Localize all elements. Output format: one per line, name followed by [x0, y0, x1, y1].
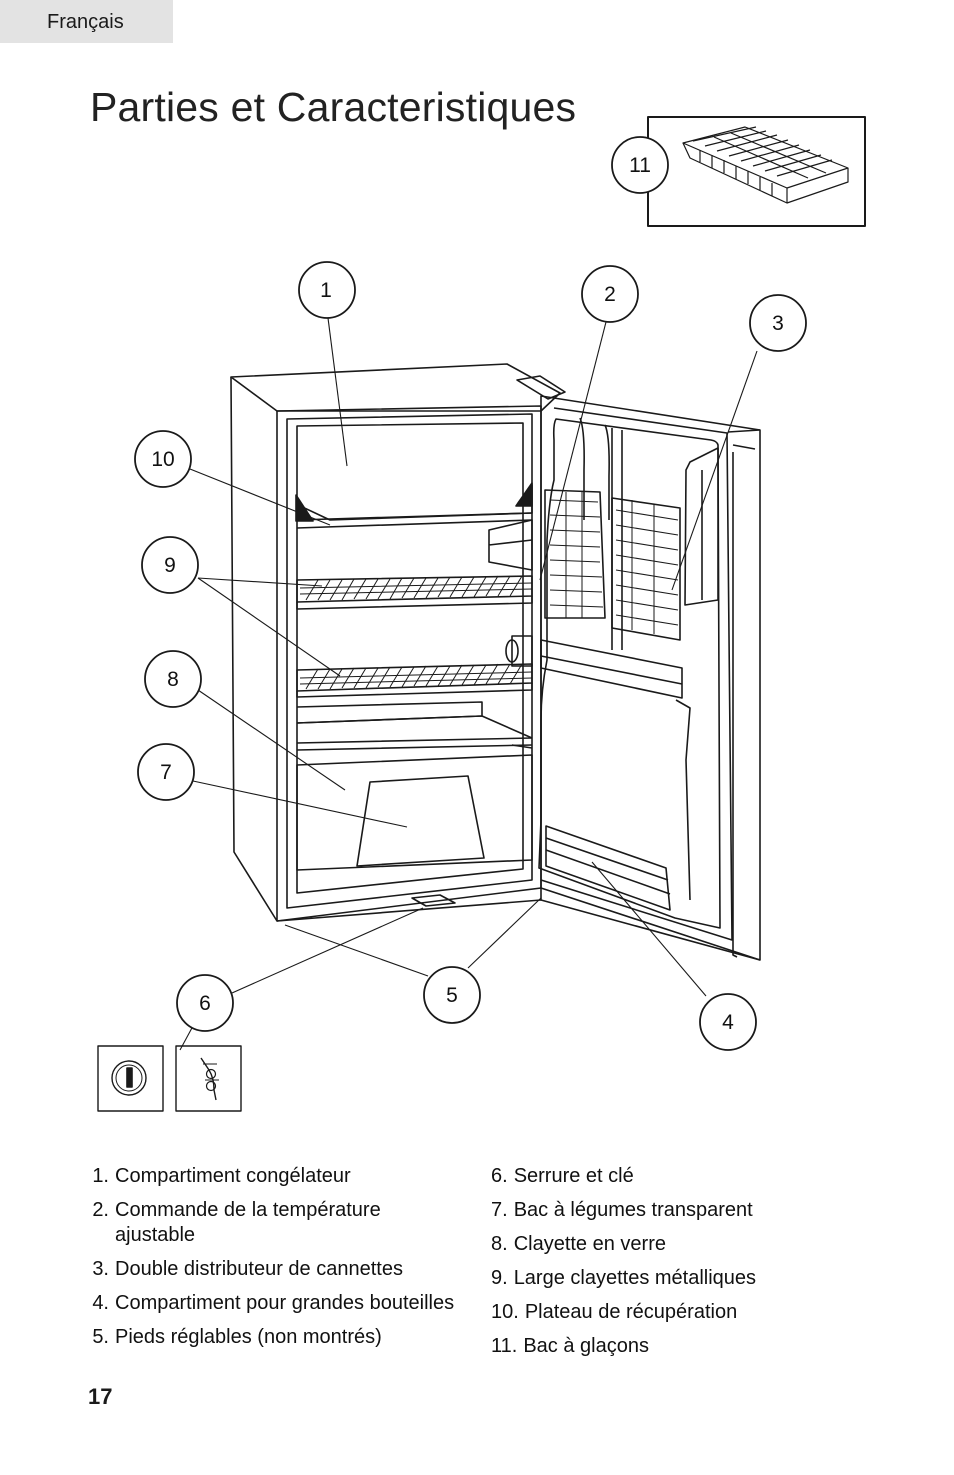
wire-shelf-upper [296, 575, 533, 610]
callout-8: 8 [167, 668, 179, 691]
callout-6: 6 [199, 992, 211, 1015]
lock-icon [97, 1045, 164, 1112]
freezer-compartment [295, 482, 533, 529]
ice-tray-inset [647, 116, 866, 227]
callout-7: 7 [160, 761, 172, 784]
glass-shelf [296, 701, 533, 751]
leader-lines [179, 317, 758, 1051]
key-icon [175, 1045, 242, 1112]
floor-plate [411, 894, 456, 907]
list-item: 1.Compartiment congélateur [92, 1165, 351, 1187]
callout-5: 5 [446, 984, 458, 1007]
callout-1: 1 [320, 279, 332, 302]
callout-11: 11 [629, 154, 651, 177]
wire-shelf-lower [296, 663, 533, 698]
list-item: 2.Commande de la température ajustable [92, 1199, 381, 1246]
callout-circles [134, 136, 807, 1051]
language-tab: Français [0, 0, 173, 43]
list-item: 9.Large clayettes métalliques [491, 1267, 757, 1289]
callout-4: 4 [722, 1011, 734, 1034]
list-item: 3.Double distributeur de cannettes [92, 1258, 403, 1280]
ice-tray-icon [682, 126, 849, 204]
drip-tray [296, 512, 533, 529]
callout-3: 3 [772, 312, 784, 335]
page-number: 17 [88, 1384, 113, 1409]
list-item: 10.Plateau de récupération [491, 1301, 738, 1323]
can-holder [488, 519, 533, 571]
parts-list-left: 1.Compartiment congélateur 2.Commande de… [87, 1164, 457, 1359]
page-title: Parties et Caracteristiques [90, 84, 577, 130]
fridge-door [538, 395, 761, 961]
list-item: 6.Serrure et clé [491, 1165, 634, 1187]
thermostat-control [516, 375, 566, 400]
callout-2: 2 [604, 283, 616, 306]
list-item: 7.Bac à légumes transparent [491, 1199, 753, 1221]
bottle-bin [545, 825, 671, 911]
list-item: 11.Bac à glaçons [491, 1335, 649, 1357]
crisper-drawer [296, 744, 533, 871]
temperature-knob [505, 635, 533, 667]
language-tab-label: Français [47, 11, 124, 33]
list-item: 8.Clayette en verre [491, 1233, 666, 1255]
callout-10: 10 [151, 448, 174, 471]
parts-list-right: 6.Serrure et clé 7.Bac à légumes transpa… [491, 1164, 911, 1368]
list-item: 4.Compartiment pour grandes bouteilles [92, 1292, 455, 1314]
list-item: 5.Pieds réglables (non montrés) [92, 1326, 382, 1348]
callout-9: 9 [164, 554, 176, 577]
